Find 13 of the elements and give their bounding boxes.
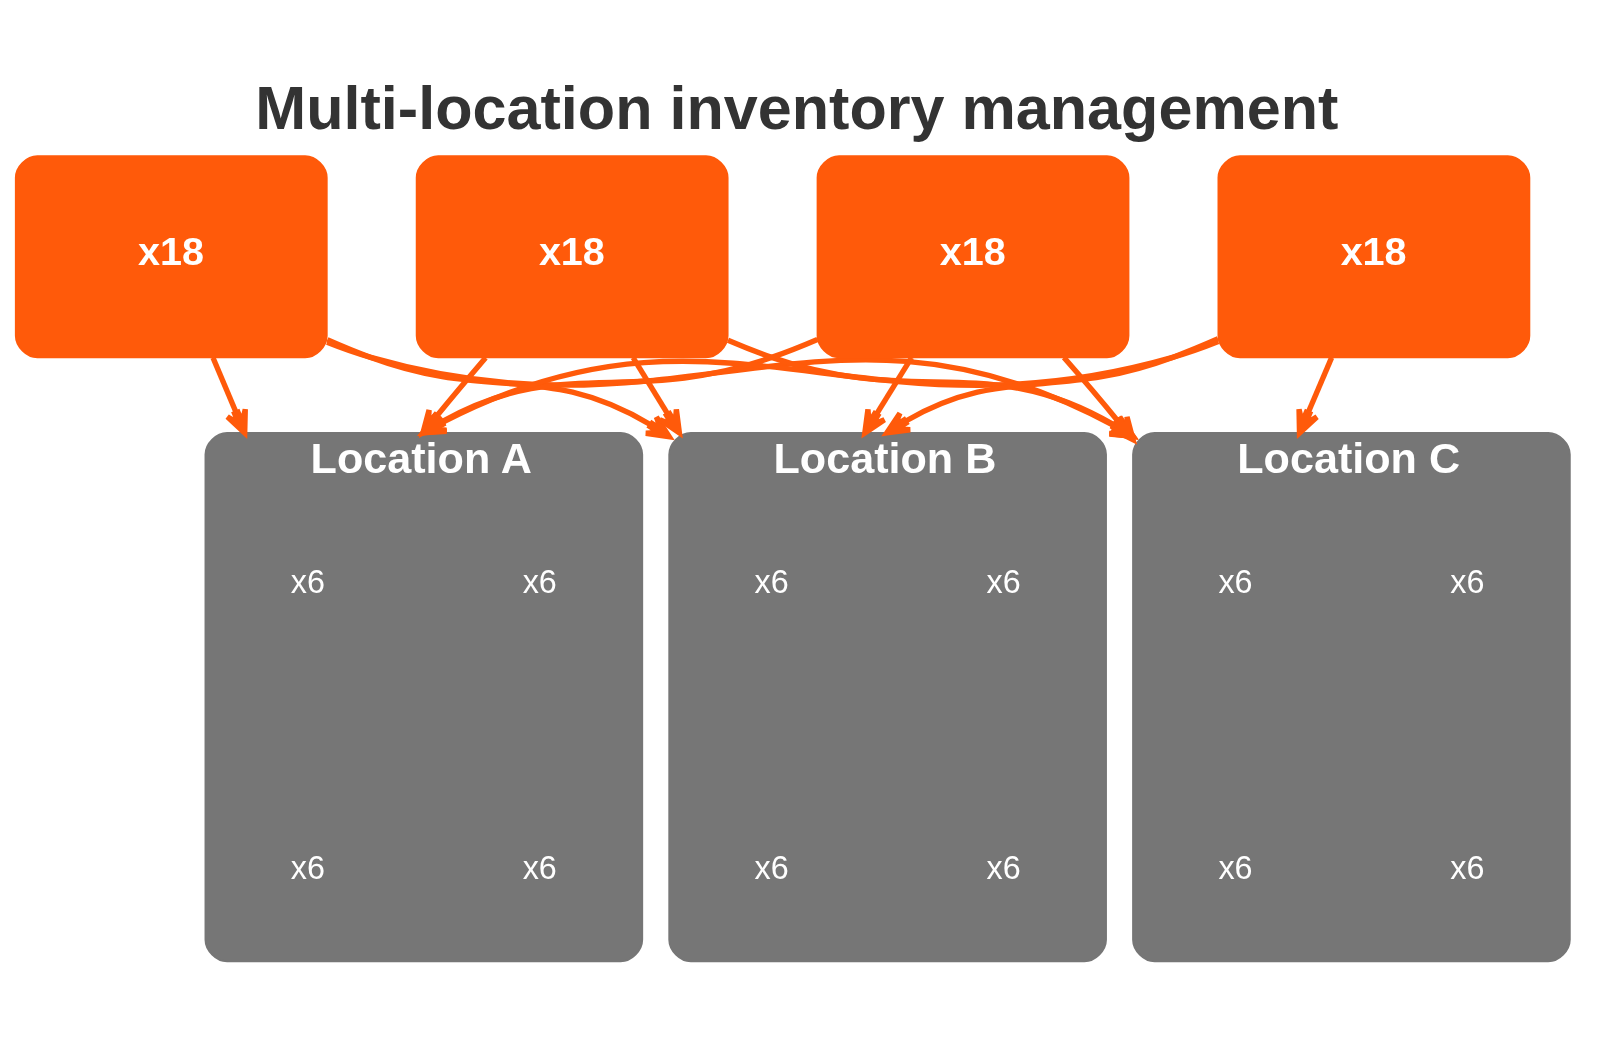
- node-text: x6: [986, 849, 1021, 886]
- node-text: x6: [1450, 563, 1485, 600]
- node-text: x6: [290, 563, 325, 600]
- node-text: x6: [986, 563, 1021, 600]
- node-text: x6: [522, 563, 557, 600]
- node-text: x6: [1450, 849, 1485, 886]
- node-text: x6: [522, 849, 557, 886]
- diagram-title: Multi-location inventory management: [255, 73, 1339, 142]
- node-text: x6: [290, 849, 325, 886]
- node-text: x6: [754, 849, 789, 886]
- node-text: x6: [1218, 849, 1253, 886]
- node-text: x6: [754, 563, 789, 600]
- node-text: x6: [1218, 563, 1253, 600]
